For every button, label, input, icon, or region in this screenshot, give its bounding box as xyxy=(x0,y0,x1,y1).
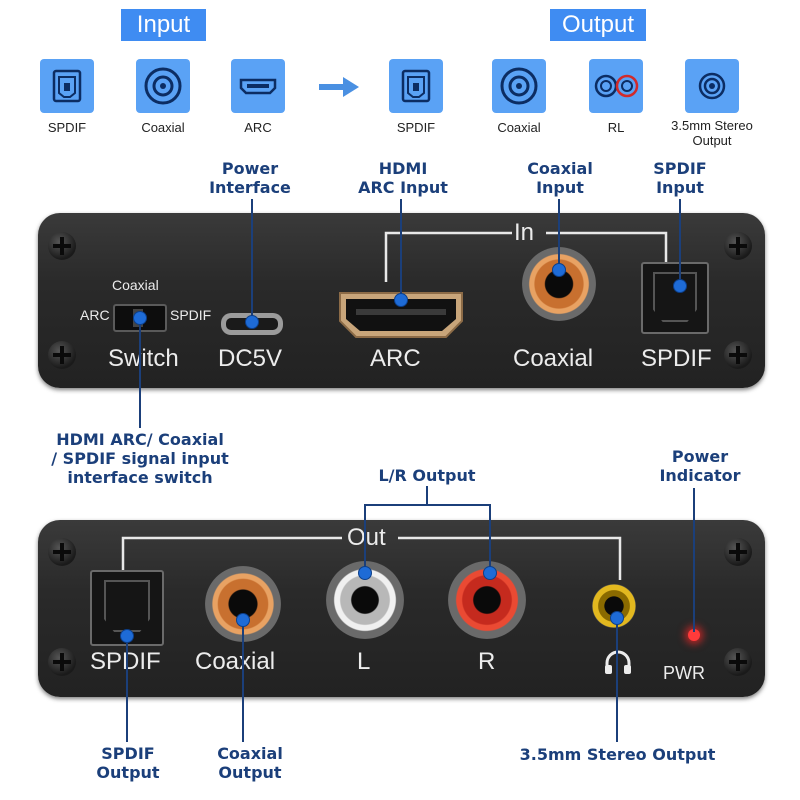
screw-icon xyxy=(724,648,752,676)
screw-icon xyxy=(724,232,752,260)
output-stereo-caption: 3.5mm Stereo Output xyxy=(671,118,753,148)
spdif-output-callout: SPDIF Output xyxy=(96,744,160,782)
switch-spdif-label: SPDIF xyxy=(170,307,212,323)
switch-coaxial-label: Coaxial xyxy=(112,277,159,293)
input-arc-caption: ARC xyxy=(244,120,272,135)
headphone-icon xyxy=(605,650,631,674)
dc5v-label: DC5V xyxy=(218,345,283,372)
coaxial-input-port[interactable] xyxy=(522,247,596,321)
arc-label: ARC xyxy=(370,345,421,372)
marker-dot xyxy=(133,311,147,325)
output-spdif-caption: SPDIF xyxy=(396,120,436,135)
hdmi-arc-port[interactable] xyxy=(338,291,464,339)
coaxial-input-callout: Coaxial Input xyxy=(527,159,593,197)
marker-dot xyxy=(394,293,408,307)
marker-dot xyxy=(245,315,259,329)
stereo-jack-icon xyxy=(685,59,739,113)
switch-arc-label: ARC xyxy=(80,307,110,323)
marker-dot xyxy=(236,613,250,627)
hdmi-arc-input-callout: HDMI ARC Input xyxy=(358,159,448,197)
coaxial-output-label: Coaxial xyxy=(195,648,276,675)
arrow-right-icon xyxy=(319,77,359,97)
in-label: In xyxy=(514,219,535,246)
input-coaxial-caption: Coaxial xyxy=(141,120,185,135)
l-label: L xyxy=(357,648,371,675)
rca-rl-icon xyxy=(589,59,643,113)
coaxial-output-port[interactable] xyxy=(205,566,281,642)
r-label: R xyxy=(478,648,496,675)
pwr-label: PWR xyxy=(663,663,705,683)
stereo-output-callout: 3.5mm Stereo Output xyxy=(519,745,716,764)
spdif-input-callout: SPDIF Input xyxy=(653,159,707,197)
switch-label: Switch xyxy=(108,345,179,372)
input-spdif-caption: SPDIF xyxy=(47,120,87,135)
power-led xyxy=(688,629,700,641)
output-coaxial-caption: Coaxial xyxy=(497,120,541,135)
screw-icon xyxy=(48,232,76,260)
marker-dot xyxy=(673,279,687,293)
hdmi-port-icon xyxy=(231,59,285,113)
marker-dot xyxy=(120,629,134,643)
power-indicator-callout: Power Indicator xyxy=(659,447,741,485)
spdif-port-icon xyxy=(389,59,443,113)
switch-callout: HDMI ARC/ Coaxial / SPDIF signal input i… xyxy=(51,430,229,487)
coaxial-label: Coaxial xyxy=(513,345,594,372)
spdif-output-port[interactable] xyxy=(90,570,164,646)
marker-dot xyxy=(358,566,372,580)
power-interface-callout: Power Interface xyxy=(209,159,291,197)
output-tag: Output xyxy=(550,9,646,41)
output-rl-caption: RL xyxy=(607,120,625,135)
screw-icon xyxy=(48,341,76,369)
coaxial-port-icon xyxy=(136,59,190,113)
spdif-label: SPDIF xyxy=(641,345,712,372)
screw-icon xyxy=(724,341,752,369)
screw-icon xyxy=(48,648,76,676)
marker-dot xyxy=(483,566,497,580)
coaxial-port-icon xyxy=(492,59,546,113)
lr-output-callout: L/R Output xyxy=(378,466,476,485)
spdif-input-port[interactable] xyxy=(641,262,709,334)
marker-dot xyxy=(610,611,624,625)
coaxial-output-callout: Coaxial Output xyxy=(217,744,283,782)
screw-icon xyxy=(724,538,752,566)
spdif-output-label: SPDIF xyxy=(90,648,161,675)
input-tag: Input xyxy=(121,9,206,41)
out-label: Out xyxy=(347,524,386,551)
spdif-port-icon xyxy=(40,59,94,113)
screw-icon xyxy=(48,538,76,566)
marker-dot xyxy=(552,263,566,277)
